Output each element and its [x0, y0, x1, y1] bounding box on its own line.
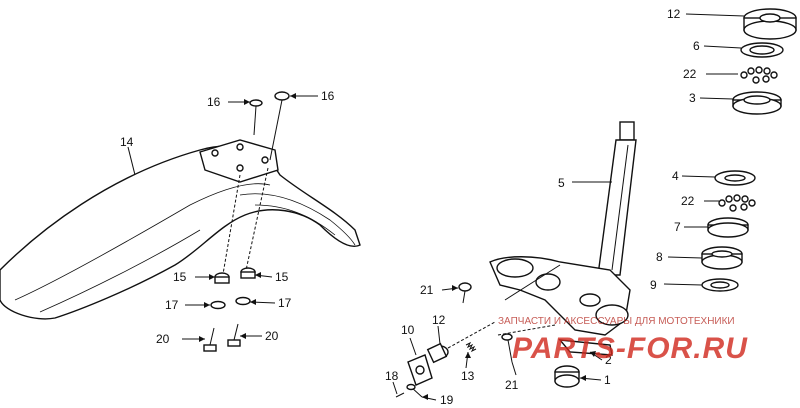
grommet-15-left — [214, 272, 230, 284]
label-6: 6 — [693, 39, 700, 53]
grommet-15-right — [240, 267, 256, 279]
steel-balls-22-upper — [740, 66, 778, 84]
label-11: 12 — [667, 7, 681, 21]
washer-17-left — [210, 300, 226, 310]
bolt-20-left — [203, 327, 217, 352]
dust-seal-1 — [554, 365, 580, 388]
clamp-2 — [558, 339, 613, 356]
label-20-left: 20 — [156, 332, 170, 346]
label-1: 1 — [604, 373, 611, 387]
bolt-21-upper — [458, 282, 472, 304]
bolt-21-lower — [497, 324, 556, 363]
label-20-right: 20 — [265, 329, 279, 343]
label-10: 10 — [401, 323, 415, 337]
bearing-race-8 — [701, 246, 743, 270]
cable-holder-12 — [426, 321, 496, 364]
label-15-left: 15 — [173, 270, 187, 284]
leader-arrowheads — [199, 93, 596, 400]
label-18: 18 — [385, 369, 399, 383]
label-13: 13 — [461, 369, 475, 383]
washer-17-right — [235, 296, 251, 306]
steering-nut-11 — [743, 8, 797, 40]
bolt-20-right — [227, 323, 241, 347]
label-7: 7 — [674, 220, 681, 234]
steering-stem — [597, 121, 637, 276]
label-22-lower: 22 — [681, 194, 695, 208]
label-5: 5 — [558, 176, 565, 190]
steel-balls-22-lower — [718, 194, 756, 212]
label-9: 9 — [650, 278, 657, 292]
watermark-logo: PARTS-FOR.RU — [512, 332, 748, 365]
label-21-upper: 21 — [420, 283, 434, 297]
screw-18 — [395, 392, 405, 398]
label-2: 2 — [605, 353, 612, 367]
label-17-right: 17 — [278, 296, 292, 310]
label-12: 12 — [432, 313, 446, 327]
front-fender — [0, 139, 361, 320]
watermark: ЗАПЧАСТИ И АКСЕССУАРЫ ДЛЯ МОТОТЕХНИКИ PA… — [498, 316, 748, 365]
label-21-lower: 21 — [505, 378, 519, 392]
label-16-left: 16 — [207, 95, 221, 109]
label-3: 3 — [689, 91, 696, 105]
label-14: 14 — [120, 135, 134, 149]
cable-guide-10 — [407, 354, 433, 386]
label-17-left: 17 — [165, 298, 179, 312]
bearing-race-4 — [714, 170, 756, 186]
spring-13 — [465, 341, 477, 353]
watermark-text: ЗАПЧАСТИ И АКСЕССУАРЫ ДЛЯ МОТОТЕХНИКИ — [498, 316, 735, 327]
bolt-16-left — [249, 99, 263, 136]
fork-bottom-bridge — [489, 256, 631, 336]
label-16-right: 16 — [321, 89, 335, 103]
bolt-16-right — [269, 91, 290, 161]
bearing-race-3 — [732, 91, 782, 115]
label-19: 19 — [440, 393, 454, 407]
label-4: 4 — [672, 169, 679, 183]
part-labels: 12 6 22 3 5 4 22 7 8 9 16 16 14 15 15 17… — [120, 7, 700, 407]
label-15-right: 15 — [275, 270, 289, 284]
bearing-race-7 — [707, 217, 749, 238]
screw-19 — [406, 383, 423, 398]
label-8: 8 — [656, 250, 663, 264]
label-22-upper: 22 — [683, 67, 697, 81]
